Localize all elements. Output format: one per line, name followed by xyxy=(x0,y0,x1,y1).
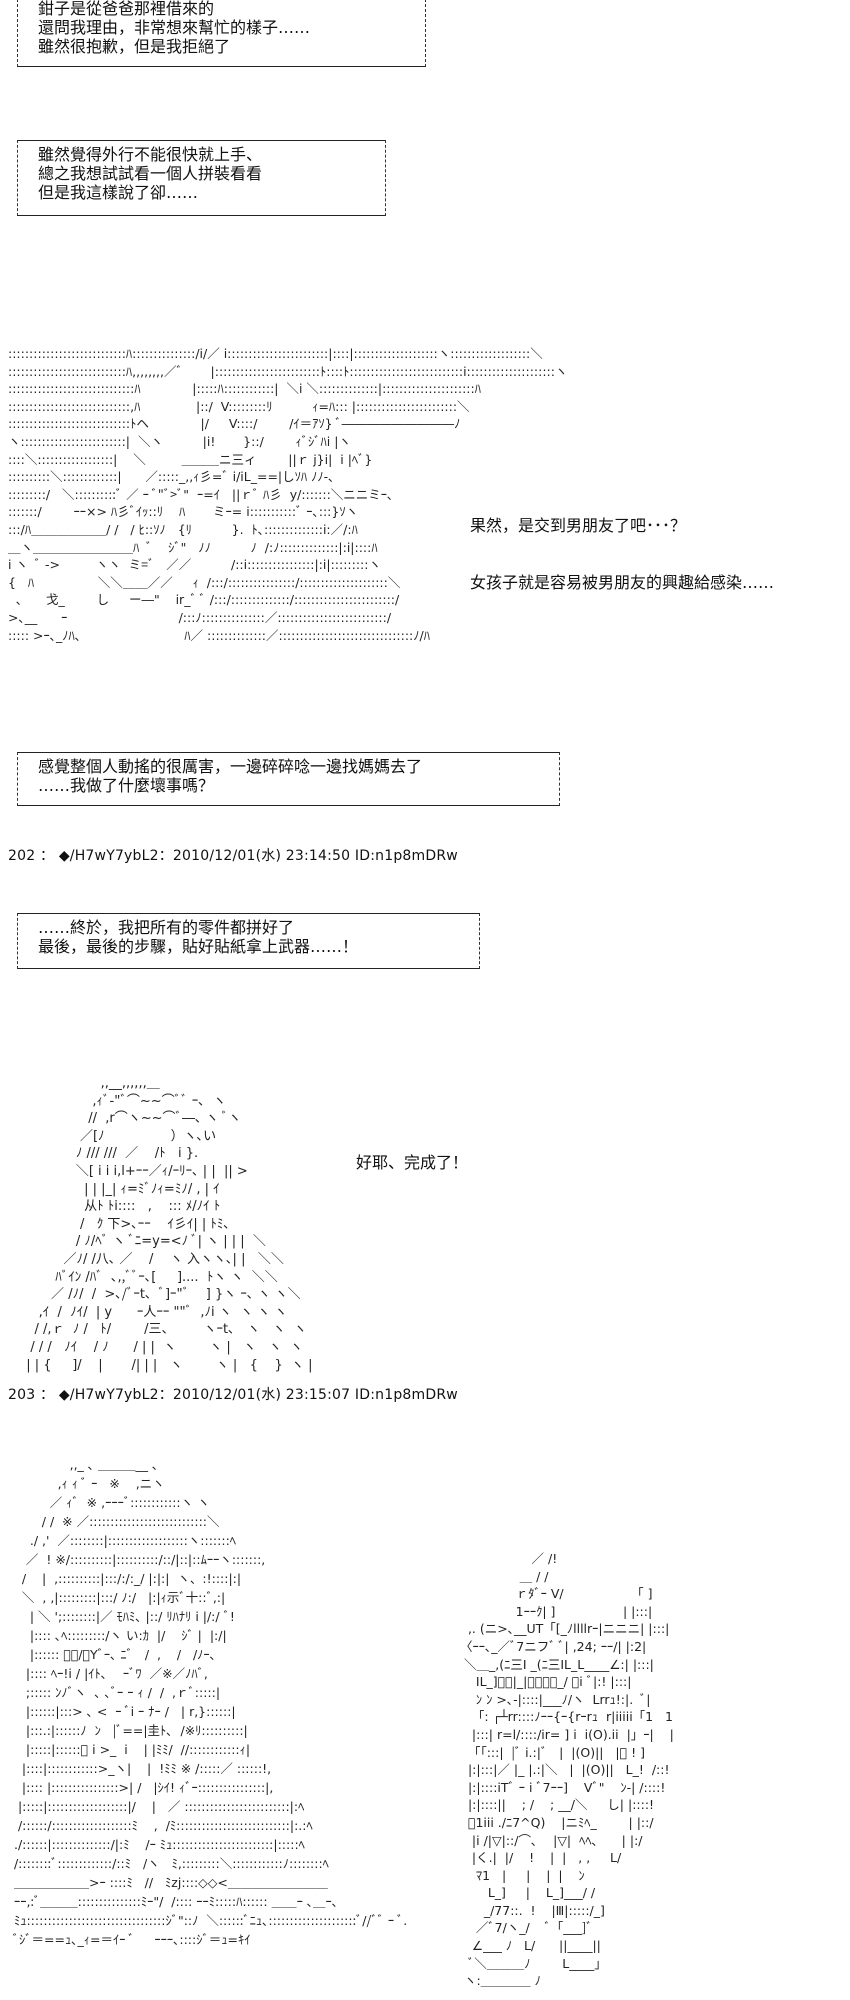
narration-line: 雖然很抱歉，但是我拒絕了 xyxy=(38,37,231,56)
ascii-art-girl: ,,_ ､ ＿＿＿__ ､ ,ｨ ｨ ﾞ ｰ ※ ,ニヽ ／ ｨﾞ ※ ,ｰｰｰ… xyxy=(10,1457,408,1947)
narration-box-1: 鉗子是從爸爸那裡借來的 還問我理由，非常想來幫忙的樣子…… 雖然很抱歉，但是我拒… xyxy=(17,0,426,67)
narration-box-4: ……終於，我把所有的零件都拼好了 最後，最後的步驟，貼好貼紙拿上武器……！ xyxy=(17,913,480,969)
speech-text: 好耶、完成了！ xyxy=(356,1153,469,1172)
ascii-art-robot: ／ /! ＿ / / ｒﾀﾞｰ V/ 「 ] 1ｰｰｸ| ] | |:::| ,… xyxy=(460,1551,674,1989)
narration-line: 還問我理由，非常想來幫忙的樣子…… xyxy=(38,18,311,37)
speech-line: 果然，是交到男朋友了吧･･･？ xyxy=(470,516,687,535)
post-header-203: 203 ： ◆/H7wY7ybL2：2010/12/01(水) 23:15:07… xyxy=(8,1387,458,1403)
narration-box-2: 雖然覺得外行不能很快就上手、 總之我想試試看一個人拼裝看看 但是我這樣說了卻…… xyxy=(17,140,386,216)
narration-line: ……終於，我把所有的零件都拼好了 xyxy=(38,918,295,937)
narration-line: 雖然覺得外行不能很快就上手、 xyxy=(38,145,263,164)
narration-line: 最後，最後的步驟，貼好貼紙拿上武器……！ xyxy=(38,937,359,956)
ascii-art-scene-1: ::::::::::::::::::::::::::::ﾊ:::::::::::… xyxy=(8,346,568,643)
narration-box-3: 感覺整個人動搖的很厲害，一邊碎碎唸一邊找媽媽去了 ……我做了什麼壞事嗎？ xyxy=(17,752,560,806)
narration-line: 鉗子是從爸爸那裡借來的 xyxy=(38,0,215,18)
narration-line: ……我做了什麼壞事嗎？ xyxy=(38,776,215,795)
narration-line: 但是我這樣說了卻…… xyxy=(38,183,199,202)
speech-text: 果然，是交到男朋友了吧･･･？ 女孩子就是容易被男朋友的興趣給感染…… xyxy=(470,478,774,611)
post-header-202: 202 ： ◆/H7wY7ybL2：2010/12/01(水) 23:14:50… xyxy=(8,848,458,864)
speech-line: 女孩子就是容易被男朋友的興趣給感染…… xyxy=(470,573,775,592)
narration-line: 感覺整個人動搖的很厲害，一邊碎碎唸一邊找媽媽去了 xyxy=(38,757,423,776)
ascii-art-scene-2: ,,__,,,,,,＿ ,ｨﾞ-"ﾞ⌒~~⌒ﾞﾞ ｰ､ ヽ // ,r⌒ヽ~~⌒… xyxy=(26,1076,313,1373)
narration-line: 總之我想試試看一個人拼裝看看 xyxy=(38,164,263,183)
